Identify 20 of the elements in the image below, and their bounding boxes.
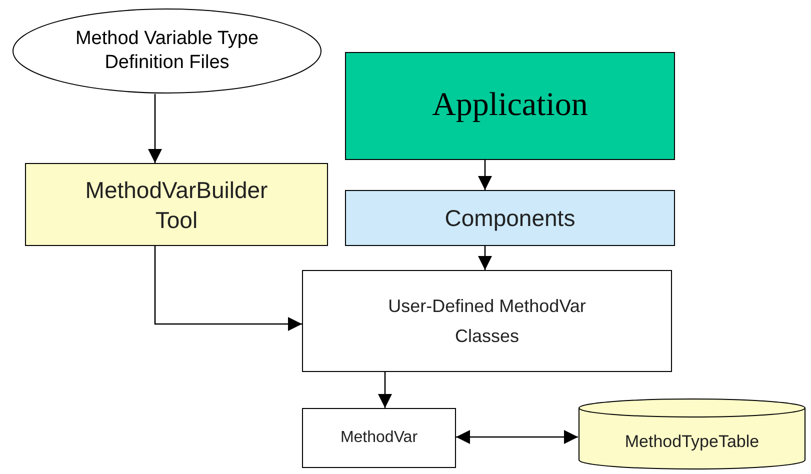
arrow xyxy=(148,94,162,163)
data-ellipse xyxy=(12,8,322,94)
node-label: User-Defined MethodVar Classes xyxy=(387,295,587,348)
arrow xyxy=(478,160,492,190)
tool-box xyxy=(25,163,328,246)
database-cylinder xyxy=(578,398,806,470)
node-label: MethodVarBuilder Tool xyxy=(85,176,268,234)
node-label: Components xyxy=(444,204,576,233)
node-label: MethodVar xyxy=(340,428,418,448)
node-label: Application xyxy=(432,86,588,126)
arrow xyxy=(456,430,578,444)
node-label: Method Variable Type Definition Files xyxy=(74,27,260,75)
class-box xyxy=(302,270,672,372)
arrow xyxy=(478,246,492,270)
arrow xyxy=(378,372,392,408)
arrow xyxy=(154,246,302,331)
node-label: MethodTypeTable xyxy=(624,431,760,454)
application-box xyxy=(345,52,675,160)
class-box xyxy=(302,408,456,468)
components-box xyxy=(345,190,675,246)
